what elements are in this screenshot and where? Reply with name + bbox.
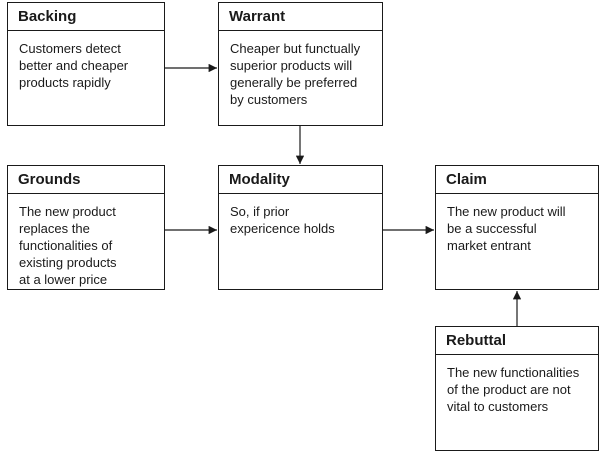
warrant-title: Warrant [219,3,382,31]
grounds-box: Grounds The new product replaces the fun… [7,165,165,290]
warrant-box: Warrant Cheaper but functually superior … [218,2,383,126]
rebuttal-box: Rebuttal The new functionalities of the … [435,326,599,451]
claim-title: Claim [436,166,598,194]
modality-text: So, if prior expericence holds [230,204,335,236]
modality-box: Modality So, if prior expericence holds [218,165,383,290]
backing-text: Customers detect better and cheaper prod… [19,41,129,90]
warrant-text: Cheaper but functually superior products… [230,41,361,107]
backing-title: Backing [8,3,164,31]
backing-box: Backing Customers detect better and chea… [7,2,165,126]
claim-box: Claim The new product will be a successf… [435,165,599,290]
rebuttal-title: Rebuttal [436,327,598,355]
rebuttal-text: The new functionalities of the product a… [447,365,580,414]
modality-title: Modality [219,166,382,194]
claim-text: The new product will be a successful mar… [447,204,566,253]
grounds-text: The new product replaces the functionali… [19,204,117,287]
grounds-title: Grounds [8,166,164,194]
